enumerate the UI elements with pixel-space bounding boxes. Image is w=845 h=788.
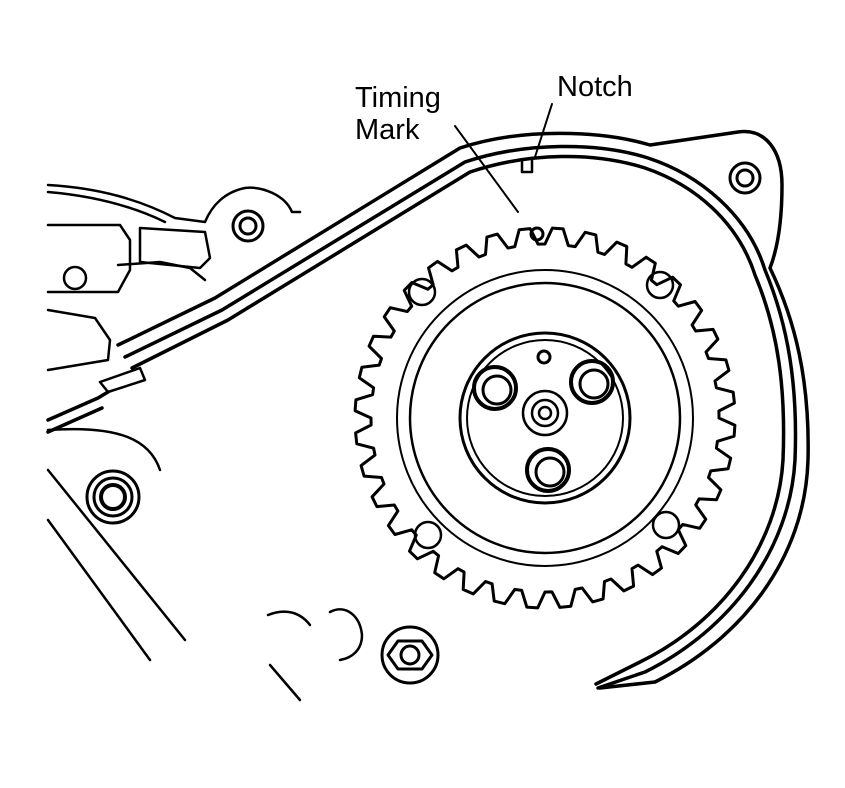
lightening-hole bbox=[645, 270, 675, 300]
timing-mark-label-line2: Mark bbox=[355, 114, 420, 146]
hub-pin bbox=[536, 349, 552, 365]
hub-bolt bbox=[525, 447, 571, 493]
bolt-hole-top-left bbox=[231, 209, 265, 243]
lightening-hole bbox=[413, 520, 443, 550]
sprocket-inner-ring bbox=[396, 269, 694, 567]
timing-cover-outline bbox=[46, 129, 810, 690]
timing-mark-label-line1: Timing bbox=[355, 82, 441, 114]
sprocket-hub-face bbox=[458, 331, 632, 505]
sprocket-hub-ring bbox=[408, 281, 682, 555]
lightening-hole bbox=[407, 277, 437, 307]
notch-leader bbox=[534, 103, 553, 158]
notch-mark bbox=[520, 156, 534, 174]
bolt-hole-top-right bbox=[728, 161, 762, 195]
notch-label: Notch bbox=[557, 71, 633, 103]
bolt-hole-upper-left bbox=[62, 265, 88, 291]
hex-nut-bottom bbox=[380, 625, 440, 685]
lightening-hole bbox=[651, 510, 681, 540]
sprocket-teeth bbox=[353, 226, 737, 610]
timing-mark-dot bbox=[529, 226, 545, 242]
timing-mark-leader bbox=[454, 125, 519, 213]
bolt-lower-left bbox=[85, 469, 141, 525]
center-shaft bbox=[521, 389, 569, 437]
engine-block bbox=[46, 183, 364, 702]
hub-bolt bbox=[472, 365, 518, 411]
camshaft-sprocket bbox=[353, 125, 737, 610]
cover-mount-ears bbox=[231, 161, 762, 243]
hub-bolt bbox=[569, 359, 615, 405]
timing-mark-label: Timing Mark bbox=[355, 82, 441, 146]
